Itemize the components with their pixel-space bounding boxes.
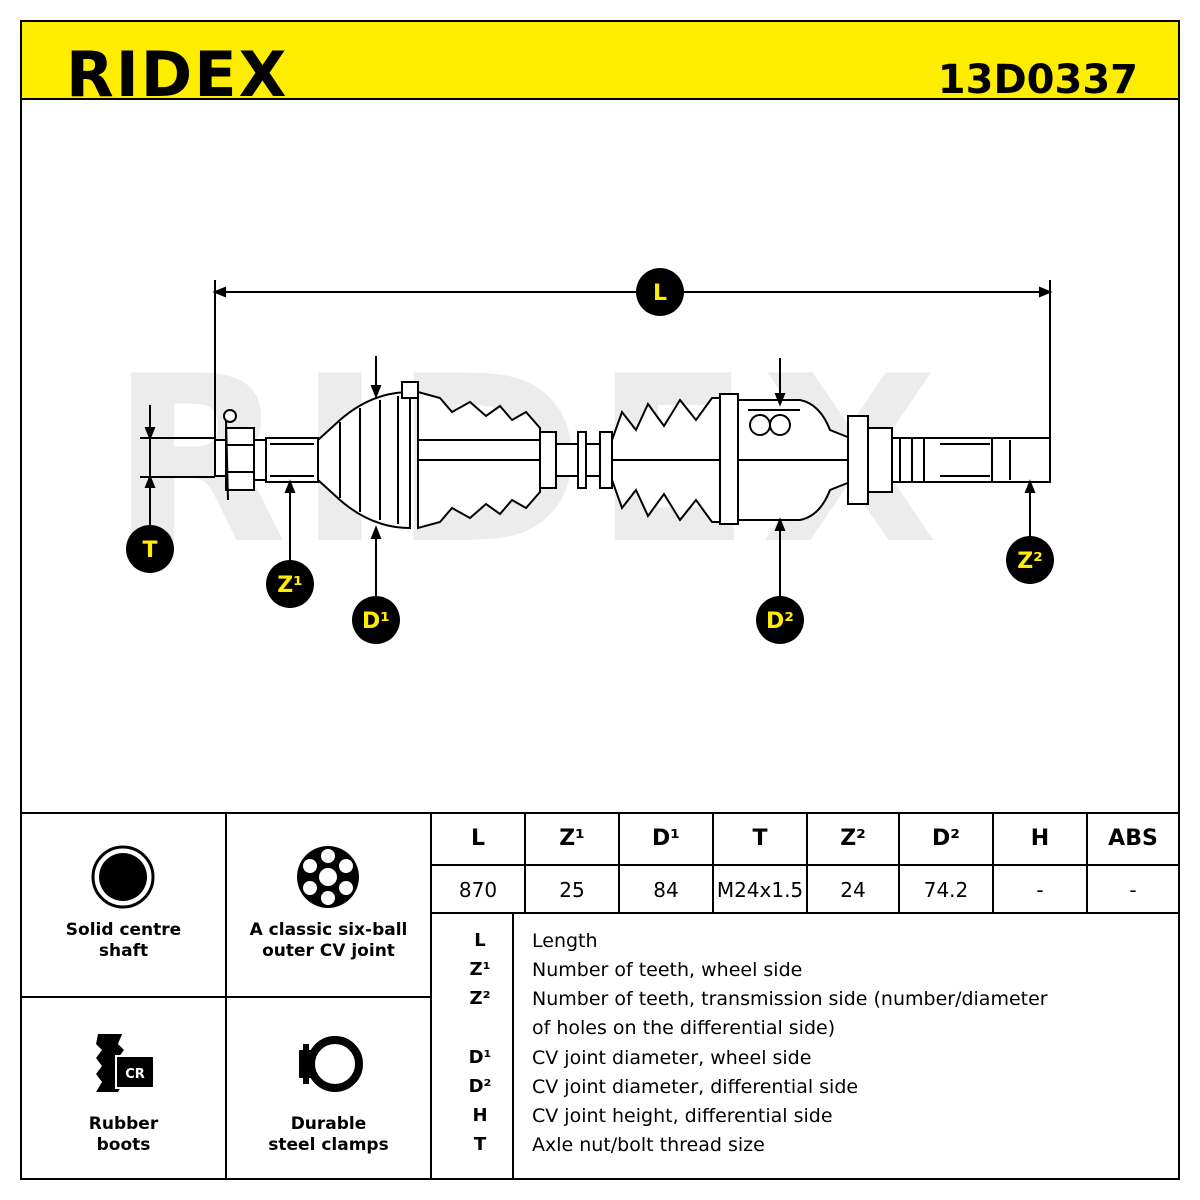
spec-value-Z2: 24 [840, 878, 866, 902]
legend-text: Number of teeth, transmission side (numb… [532, 988, 1048, 1010]
label-L: L [636, 268, 684, 316]
spec-header-D1: D¹ [652, 826, 680, 851]
legend-text: Number of teeth, wheel side [532, 959, 803, 981]
page-frame [20, 20, 1180, 1180]
spec-value-Z1: 25 [559, 878, 585, 902]
driveshaft-diagram: RIDEX [110, 268, 1054, 644]
label-D1: D¹ [352, 596, 400, 644]
label-Z1: Z¹ [266, 560, 314, 608]
label-D2: D² [756, 596, 804, 644]
spec-value-H: - [1036, 878, 1044, 902]
legend-key: D² [468, 1076, 492, 1097]
legend-key: T [473, 1134, 487, 1155]
divider [898, 814, 900, 912]
svg-text:CR: CR [125, 1067, 145, 1082]
legend-text: CV joint height, differential side [532, 1105, 833, 1127]
spec-header-H: H [1030, 826, 1050, 851]
driveshaft-drawing [140, 280, 1053, 605]
spec-value-ABS: - [1129, 878, 1137, 902]
six-ball-joint-icon [297, 846, 359, 908]
feature-label: Durable [290, 1114, 367, 1134]
svg-text:L: L [653, 281, 667, 306]
feature-steel-clamps: Durable steel clamps [227, 998, 430, 1180]
svg-text:D¹: D¹ [362, 609, 390, 634]
label-T: T [126, 525, 174, 573]
feature-label: outer CV joint [262, 941, 395, 961]
divider [1086, 814, 1088, 912]
part-number: 13D0337 [937, 57, 1138, 103]
spec-header-Z1: Z¹ [559, 826, 585, 851]
brand-logo: RIDEX [66, 38, 289, 111]
divider [992, 814, 994, 912]
feature-label: boots [96, 1135, 151, 1155]
feature-six-ball-joint: A classic six-ball outer CV joint [227, 814, 430, 996]
legend-text: Length [532, 930, 598, 952]
legend-text: CV joint diameter, differential side [532, 1076, 859, 1098]
spec-value-D1: 84 [653, 878, 679, 902]
spec-header-T: T [752, 826, 768, 851]
steel-clamp-icon [299, 1036, 363, 1092]
feature-label: Solid centre [65, 920, 182, 940]
feature-solid-shaft: Solid centre shaft [22, 814, 225, 996]
feature-rubber-boots: CR Rubber boots [22, 998, 225, 1180]
feature-label: Rubber [88, 1114, 159, 1134]
legend-key: Z¹ [469, 959, 491, 980]
legend-key: H [472, 1105, 488, 1126]
feature-label: shaft [98, 941, 149, 961]
divider [432, 912, 1180, 914]
spec-header-Z2: Z² [840, 826, 866, 851]
divider [512, 912, 514, 1180]
legend-key: D¹ [468, 1047, 492, 1068]
spec-header-L: L [470, 826, 486, 851]
spec-value-D2: 74.2 [923, 878, 969, 902]
spec-header-D2: D² [932, 826, 960, 851]
svg-text:D²: D² [766, 609, 794, 634]
divider [806, 814, 808, 912]
legend-text: of holes on the differential side) [532, 1017, 836, 1039]
legend-text: Axle nut/bolt thread size [532, 1134, 765, 1156]
divider [712, 814, 714, 912]
legend-key: Z² [469, 988, 491, 1009]
spec-header-ABS: ABS [1108, 826, 1158, 851]
rubber-boot-icon: CR [96, 1034, 155, 1092]
spec-value-T: M24x1.5 [716, 878, 804, 902]
legend-key: L [474, 930, 486, 951]
divider [20, 996, 432, 998]
header-bar: RIDEX 13D0337 [20, 20, 1180, 106]
label-Z2: Z² [1006, 536, 1054, 584]
solid-shaft-icon [91, 845, 155, 909]
feature-label: steel clamps [268, 1135, 389, 1155]
section-divider [20, 812, 1180, 814]
svg-text:Z²: Z² [1017, 549, 1043, 574]
svg-text:Z¹: Z¹ [277, 573, 303, 598]
legend-text: CV joint diameter, wheel side [532, 1047, 812, 1069]
spec-value-L: 870 [458, 878, 498, 902]
divider [618, 814, 620, 912]
svg-text:T: T [142, 538, 157, 563]
divider [524, 814, 526, 912]
feature-label: A classic six-ball [249, 920, 408, 940]
